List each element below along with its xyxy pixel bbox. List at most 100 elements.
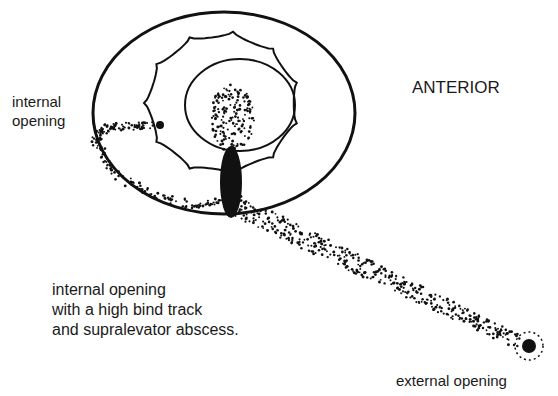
stipple-dot bbox=[105, 167, 107, 169]
stipple-dot bbox=[224, 95, 227, 98]
stipple-dot bbox=[465, 318, 467, 320]
stipple-dot bbox=[232, 116, 234, 118]
stipple-dot bbox=[416, 291, 419, 294]
stipple-dot bbox=[344, 260, 347, 263]
stipple-dot bbox=[271, 228, 274, 231]
stipple-dot bbox=[430, 300, 432, 302]
stipple-dot bbox=[384, 276, 386, 278]
stipple-dot bbox=[395, 275, 397, 277]
stipple-dot bbox=[275, 213, 277, 215]
stipple-dot bbox=[175, 200, 177, 202]
stipple-dot bbox=[326, 250, 328, 252]
stipple-dot bbox=[395, 278, 397, 280]
stipple-dot bbox=[92, 136, 94, 138]
stipple-dot bbox=[222, 116, 224, 118]
stipple-dot bbox=[245, 207, 247, 209]
stipple-dot bbox=[246, 107, 248, 109]
stipple-dot bbox=[303, 239, 305, 241]
stipple-dot bbox=[237, 95, 240, 98]
external-opening-ring bbox=[515, 332, 543, 360]
stipple-dot bbox=[418, 288, 421, 291]
stipple-dot bbox=[104, 147, 107, 150]
stipple-dot bbox=[171, 199, 173, 201]
stipple-dot bbox=[340, 247, 343, 250]
stipple-dot bbox=[243, 214, 245, 216]
stipple-dot bbox=[455, 313, 457, 315]
stipple-dot bbox=[240, 130, 243, 133]
stipple-dot bbox=[497, 328, 499, 330]
stipple-dot bbox=[261, 225, 264, 228]
stipple-dot bbox=[214, 204, 216, 206]
stipple-dot bbox=[245, 217, 248, 220]
stipple-dot bbox=[100, 156, 103, 159]
stipple-dot bbox=[274, 231, 277, 234]
external-opening-dot bbox=[522, 339, 536, 353]
stipple-dot bbox=[486, 329, 488, 331]
stipple-dot bbox=[413, 297, 416, 300]
stipple-dot bbox=[458, 305, 461, 308]
text-label: ANTERIOR bbox=[412, 77, 500, 98]
stipple-dot bbox=[218, 111, 220, 113]
stipple-dot bbox=[392, 282, 395, 285]
stipple-dot bbox=[292, 225, 295, 228]
stipple-dot bbox=[502, 336, 504, 338]
stipple-dot bbox=[210, 204, 212, 206]
stipple-dot bbox=[462, 311, 465, 314]
stipple-dot bbox=[107, 130, 110, 133]
stipple-dot bbox=[359, 268, 361, 270]
stipple-dot bbox=[421, 301, 423, 303]
stipple-dot bbox=[268, 221, 271, 224]
stipple-dot bbox=[439, 295, 441, 297]
stipple-dot bbox=[442, 299, 444, 301]
stipple-dot bbox=[234, 115, 237, 118]
stipple-dot bbox=[394, 289, 396, 291]
stipple-dot bbox=[506, 332, 509, 335]
stipple-dot bbox=[250, 133, 252, 135]
stipple-dot bbox=[313, 245, 316, 248]
stipple-dot bbox=[288, 239, 290, 241]
stipple-dot bbox=[128, 122, 130, 124]
stipple-dot bbox=[239, 104, 242, 107]
stipple-dot bbox=[235, 123, 237, 125]
stipple-dot bbox=[289, 224, 292, 227]
stipple-dot bbox=[479, 324, 482, 327]
stipple-dot bbox=[248, 202, 250, 204]
stipple-dot bbox=[508, 330, 511, 333]
stipple-dot bbox=[237, 92, 240, 95]
stipple-dot bbox=[212, 129, 215, 132]
stipple-dot bbox=[434, 294, 436, 296]
stipple-dot bbox=[276, 229, 278, 231]
stipple-dot bbox=[317, 241, 320, 244]
stipple-dot bbox=[219, 143, 222, 146]
stipple-dot bbox=[492, 337, 495, 340]
stipple-dot bbox=[238, 128, 241, 131]
stipple-dot bbox=[372, 276, 375, 279]
stipple-dot bbox=[233, 111, 235, 113]
stipple-dot bbox=[228, 90, 230, 92]
stipple-dot bbox=[91, 140, 94, 143]
stipple-dot bbox=[464, 308, 466, 310]
stipple-dot bbox=[275, 232, 278, 235]
stipple-dot bbox=[380, 279, 382, 281]
stipple-dot bbox=[314, 232, 316, 234]
stipple-dot bbox=[402, 276, 404, 278]
stipple-dot bbox=[342, 263, 344, 265]
stipple-dot bbox=[415, 291, 417, 293]
stipple-dot bbox=[246, 95, 249, 98]
stipple-dot bbox=[242, 96, 245, 99]
stipple-dot bbox=[98, 131, 100, 133]
stipple-dot bbox=[427, 299, 429, 301]
stipple-dot bbox=[486, 333, 488, 335]
stipple-dot bbox=[215, 114, 218, 117]
stipple-dot bbox=[244, 221, 246, 223]
stipple-dot bbox=[403, 287, 405, 289]
mucosa-outline bbox=[144, 32, 297, 175]
stipple-dot bbox=[195, 205, 197, 207]
stipple-dot bbox=[224, 95, 227, 98]
stipple-dot bbox=[320, 246, 322, 248]
stipple-dot bbox=[475, 316, 477, 318]
stipple-dot bbox=[333, 251, 336, 254]
stipple-dot bbox=[497, 333, 500, 336]
stipple-dot bbox=[276, 216, 278, 218]
stipple-dot bbox=[500, 329, 502, 331]
